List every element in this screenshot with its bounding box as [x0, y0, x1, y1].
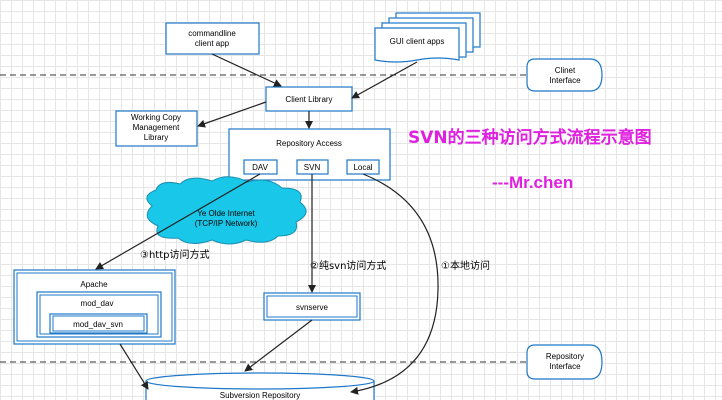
- client-library-label: Client Library: [285, 95, 332, 104]
- repository-interface-tag: Repository Interface: [526, 344, 603, 380]
- apache-label: Apache: [80, 280, 108, 289]
- working-copy-label-3: Library: [144, 133, 168, 142]
- cloud-label-1: Ye Olde Internet: [197, 209, 255, 218]
- diagram-title: SVN的三种访问方式流程示意图: [408, 127, 652, 148]
- mod-dav-svn-label: mod_dav_svn: [73, 320, 123, 329]
- repository-interface-label-1: Repository: [546, 352, 584, 361]
- subversion-repository-label: Subversion Repository: [220, 391, 300, 400]
- arrow-local-to-repository: [350, 173, 439, 395]
- arrow-svnserve-to-repository: [244, 319, 313, 372]
- gui-client-apps-label: GUI client apps: [390, 37, 445, 46]
- commandline-client-box: commandline client app: [165, 22, 260, 55]
- arrow-apache-to-repository: [119, 343, 149, 390]
- commandline-label-1: commandline: [188, 29, 236, 38]
- arrow-dav-to-apache: [95, 173, 261, 270]
- diagram-author: ---Mr.chen: [492, 173, 573, 192]
- arrow-commandline-to-clientlib: [211, 53, 282, 87]
- client-library-box: Client Library: [265, 86, 353, 112]
- cloud-label-2: (TCP/IP Network): [195, 219, 258, 228]
- local-label: Local: [353, 163, 372, 172]
- internet-cloud: Ye Olde Internet (TCP/IP Network): [146, 176, 307, 245]
- arrow-gui-to-clientlib: [351, 61, 418, 99]
- mod-dav-svn-box: [49, 313, 148, 334]
- http-path-label: ③http访问方式: [140, 248, 210, 261]
- repository-interface-label-2: Interface: [549, 362, 581, 371]
- local-path-label: ①本地访问: [441, 259, 490, 272]
- working-copy-box: Working Copy Management Library: [115, 110, 198, 147]
- svn-path-label: ②纯svn访问方式: [310, 259, 386, 272]
- client-interface-label-2: Interface: [549, 76, 581, 85]
- repository-access-box: Repository Access DAV SVN Local: [228, 128, 391, 181]
- svn-label: SVN: [304, 163, 321, 172]
- client-interface-tag: Clinet Interface: [526, 58, 603, 92]
- working-copy-label-2: Management: [133, 123, 180, 132]
- svnserve-box: svnserve: [263, 292, 361, 321]
- svnserve-label: svnserve: [296, 303, 329, 312]
- mod-dav-label: mod_dav: [81, 299, 114, 308]
- subversion-repository-cylinder: Subversion Repository: [145, 372, 375, 400]
- arrow-clientlib-to-workingcopy: [197, 101, 267, 128]
- dav-box: [243, 159, 278, 175]
- apache-box: Apache mod_dav mod_dav_svn: [13, 269, 176, 345]
- gui-client-apps-stack: GUI client apps: [374, 12, 481, 63]
- working-copy-label-1: Working Copy: [131, 113, 181, 122]
- dav-label: DAV: [252, 163, 269, 172]
- repository-access-label: Repository Access: [276, 139, 342, 148]
- commandline-label-2: client app: [195, 39, 230, 48]
- client-interface-label-1: Clinet: [555, 66, 576, 75]
